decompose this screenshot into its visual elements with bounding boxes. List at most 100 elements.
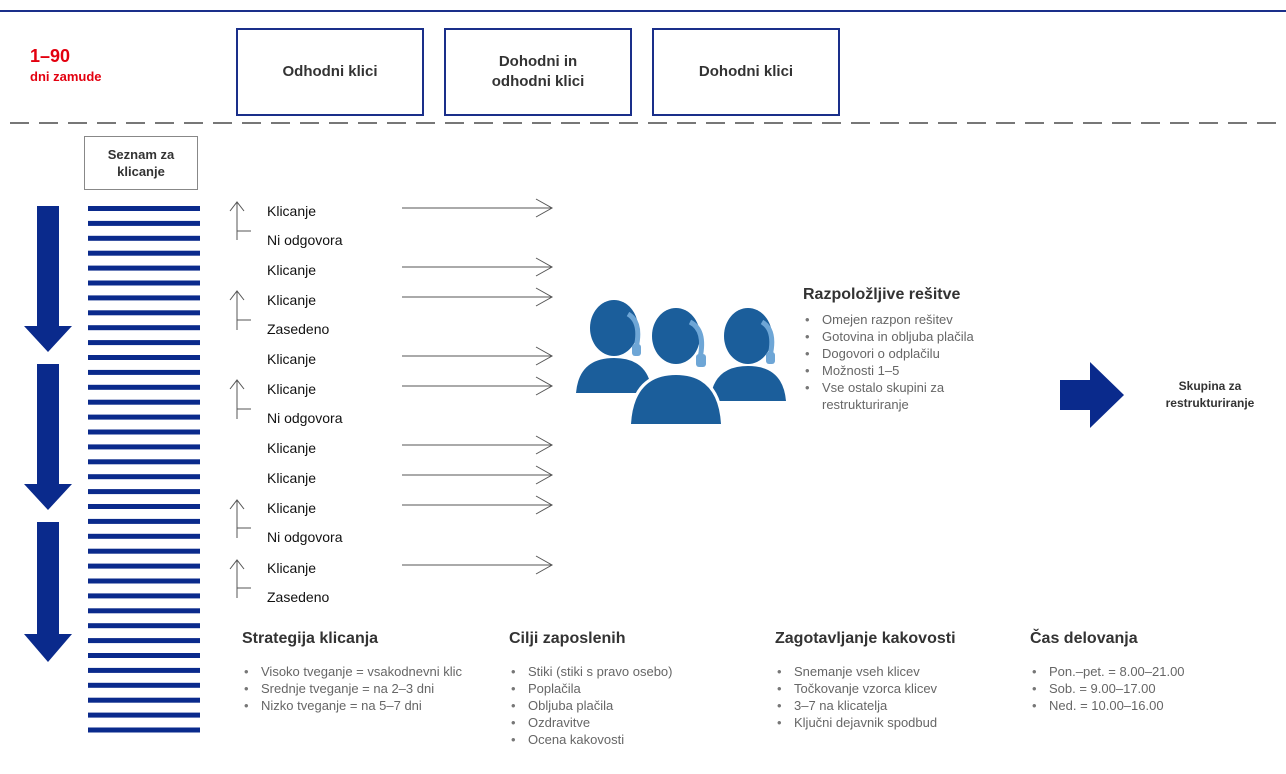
call-label: Klicanje bbox=[267, 351, 317, 367]
call-list-stripe bbox=[88, 608, 200, 614]
progress-arrows bbox=[24, 206, 72, 662]
call-label: Klicanje bbox=[267, 262, 317, 278]
section-title: Strategija klicanja bbox=[242, 630, 379, 647]
list-item: Nizko tveganje = na 5–7 dni bbox=[242, 697, 492, 714]
call-list-stripe bbox=[88, 578, 200, 584]
call-list-box: Seznam za klicanje bbox=[84, 136, 198, 190]
list-item: Ned. = 10.00–16.00 bbox=[1030, 697, 1270, 714]
channel-box-inbound: Dohodni klici bbox=[652, 28, 840, 116]
list-item: Vse ostalo skupini za restrukturiranje bbox=[803, 379, 1033, 413]
arrow-right-icon bbox=[402, 495, 554, 515]
list-item: Gotovina in obljuba plačila bbox=[803, 328, 1033, 345]
list-item: Pon.–pet. = 8.00–21.00 bbox=[1030, 663, 1270, 680]
call-list-stripe bbox=[88, 533, 200, 539]
call-list-stripe bbox=[88, 504, 200, 509]
call-list-stripe bbox=[88, 727, 200, 733]
section-list: Visoko tveganje = vsakodnevni klic Sredn… bbox=[242, 663, 492, 714]
down-arrow-icon bbox=[24, 364, 72, 510]
list-item: Ključni dejavnik spodbud bbox=[775, 714, 1015, 731]
right-arrow-icon bbox=[1060, 362, 1124, 428]
list-item: Visoko tveganje = vsakodnevni klic bbox=[242, 663, 492, 680]
call-label: Zasedeno bbox=[267, 321, 330, 337]
retry-arrow-icon bbox=[229, 379, 251, 419]
call-label: Klicanje bbox=[267, 470, 317, 486]
arrow-right-icon bbox=[402, 346, 554, 366]
channel-box-outbound: Odhodni klici bbox=[236, 28, 424, 116]
section-list: Pon.–pet. = 8.00–21.00 Sob. = 9.00–17.00… bbox=[1030, 663, 1270, 714]
call-list-stripe bbox=[88, 355, 200, 360]
call-list-stripe bbox=[88, 518, 200, 524]
arrow-right-icon bbox=[402, 465, 554, 485]
agent-figure-icon bbox=[576, 300, 652, 393]
call-list-stripe bbox=[88, 623, 200, 629]
restructuring-group-label: Skupina za restrukturiranje bbox=[1165, 379, 1255, 410]
section-list: Stiki (stiki s pravo osebo) Poplačila Ob… bbox=[509, 663, 759, 748]
solutions-list: Omejen razpon rešitev Gotovina in obljub… bbox=[803, 311, 1033, 413]
call-list-stripe bbox=[88, 548, 200, 554]
top-rule bbox=[0, 10, 1286, 12]
call-label: Zasedeno bbox=[267, 589, 330, 605]
channel-label: Dohodni in odhodni klici bbox=[491, 53, 585, 90]
call-list-stripe bbox=[88, 340, 200, 346]
call-list-stripe bbox=[88, 429, 200, 435]
arrow-right-icon bbox=[402, 287, 554, 307]
call-list-stripe bbox=[88, 667, 200, 673]
days-past-due-range: 1–90 bbox=[30, 46, 71, 66]
call-list-stripe bbox=[88, 325, 200, 331]
days-past-due-label: dni zamude bbox=[30, 69, 102, 84]
call-list-stripe bbox=[88, 489, 200, 495]
list-item: 3–7 na klicatelja bbox=[775, 697, 1015, 714]
call-list-stripe bbox=[88, 250, 200, 256]
retry-arrow-icon bbox=[229, 201, 251, 240]
channel-box-inbound-outbound: Dohodni in odhodni klici bbox=[444, 28, 632, 116]
section-list: Snemanje vseh klicev Točkovanje vzorca k… bbox=[775, 663, 1015, 731]
channel-label: Dohodni klici bbox=[698, 63, 794, 80]
call-list-stripe bbox=[88, 206, 200, 211]
call-list-stripe bbox=[88, 414, 200, 420]
list-item: Ocena kakovosti bbox=[509, 731, 759, 748]
call-list-stripe bbox=[88, 399, 200, 405]
list-item: Točkovanje vzorca klicev bbox=[775, 680, 1015, 697]
call-list-stripe bbox=[88, 265, 200, 271]
call-list-stripe bbox=[88, 369, 200, 375]
dashed-divider bbox=[10, 122, 1286, 124]
list-item: Srednje tveganje = na 2–3 dni bbox=[242, 680, 492, 697]
arrow-right-icon bbox=[402, 198, 554, 218]
list-item: Omejen razpon rešitev bbox=[803, 311, 1033, 328]
list-item: Poplačila bbox=[509, 680, 759, 697]
call-list-stripe bbox=[88, 280, 200, 286]
down-arrow-icon bbox=[24, 206, 72, 352]
call-list-stripes bbox=[88, 206, 200, 733]
call-label: Klicanje bbox=[267, 203, 317, 219]
call-agents-icon bbox=[576, 300, 786, 424]
section-title: Zagotavljanje kakovosti bbox=[775, 630, 956, 647]
solutions-title: Razpoložljive rešitve bbox=[803, 286, 961, 303]
call-list-stripe bbox=[88, 310, 200, 316]
agent-figure-icon bbox=[628, 306, 724, 424]
call-list-stripe bbox=[88, 474, 200, 480]
call-list-stripe bbox=[88, 459, 200, 465]
call-label: Klicanje bbox=[267, 381, 317, 397]
list-item: Ozdravitve bbox=[509, 714, 759, 731]
call-list-stripe bbox=[88, 593, 200, 599]
agent-figure-icon bbox=[710, 308, 786, 401]
call-list-stripe bbox=[88, 563, 200, 569]
call-label: Klicanje bbox=[267, 440, 317, 456]
call-list-stripe bbox=[88, 712, 200, 718]
call-list-stripe bbox=[88, 638, 200, 644]
call-list-title: Seznam za klicanje bbox=[107, 147, 175, 179]
call-list-stripe bbox=[88, 295, 200, 301]
arrow-right-icon bbox=[402, 376, 554, 396]
arrow-right-icon bbox=[402, 555, 554, 575]
retry-arrow-icon bbox=[229, 499, 251, 538]
list-item: Sob. = 9.00–17.00 bbox=[1030, 680, 1270, 697]
list-item: Obljuba plačila bbox=[509, 697, 759, 714]
call-list-stripe bbox=[88, 682, 200, 688]
call-list-stripe bbox=[88, 444, 200, 450]
retry-arrow-icon bbox=[229, 559, 251, 598]
list-item: Dogovori o odplačilu bbox=[803, 345, 1033, 362]
call-label: Klicanje bbox=[267, 292, 317, 308]
section-title: Čas delovanja bbox=[1030, 630, 1138, 647]
call-arrows bbox=[402, 198, 554, 575]
call-label: Ni odgovora bbox=[267, 529, 343, 545]
